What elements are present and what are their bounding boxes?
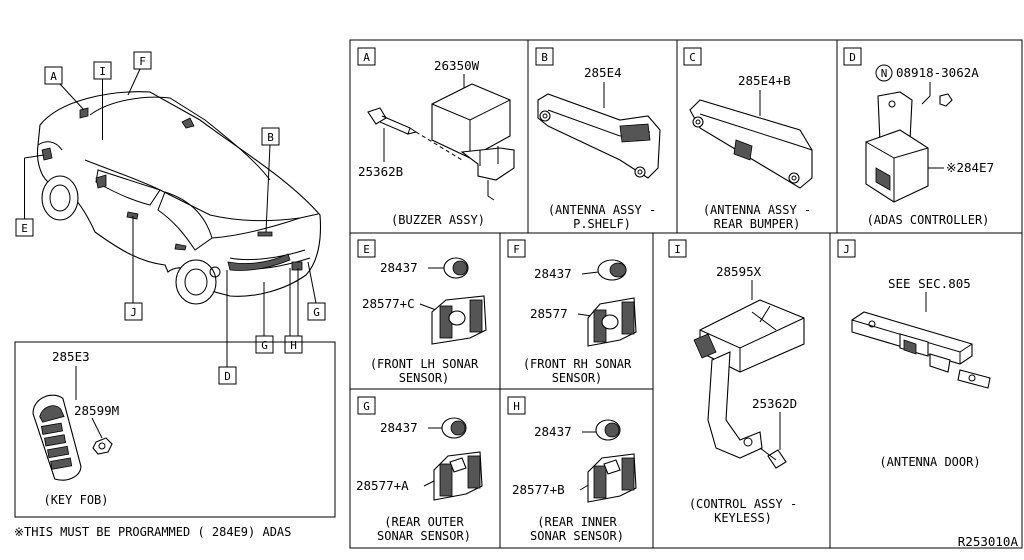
panel-h-rear-inner-sonar: 28437 28577+B (REAR INNER SONAR SENSOR) (512, 419, 637, 543)
part-28437-g: 28437 (380, 420, 418, 435)
keyfob-panel: 285E3 28599M (KEY FOB) (32, 349, 119, 507)
panel-b-caption-line2: P.SHELF) (573, 217, 631, 231)
callout-g-right: G (313, 306, 320, 319)
panel-f-letter: F (513, 243, 520, 256)
panel-h-caption-line2: SONAR SENSOR) (530, 529, 624, 543)
panel-c-caption-line2: REAR BUMPER) (714, 217, 801, 231)
part-28595x: 28595X (716, 264, 762, 279)
callout-e: E (21, 222, 28, 235)
vehicle-illustration: A I F B E J G H G D (15, 51, 326, 385)
part-28437-h: 28437 (534, 424, 572, 439)
part-285e4b: 285E4+B (738, 73, 791, 88)
callout-a: A (50, 70, 57, 83)
panel-c-letter: C (689, 51, 696, 64)
panel-h-caption-line1: (REAR INNER (537, 515, 617, 529)
panel-j-antenna-door: SEE SEC.805 (ANTENNA DOOR) (851, 276, 991, 469)
panel-i-control-assy: 28595X 25362D (CONTROL ASSY - KEYLESS) (689, 264, 805, 525)
reference-number: R253010A (958, 534, 1019, 549)
panel-d-adas-controller: N 08918-3062A ※284E7 (ADAS CONTROLLER) (865, 64, 994, 227)
part-28577b: 28577+B (512, 482, 565, 497)
panel-letters: A B C D E F I J G H (357, 47, 862, 415)
part-26350w: 26350W (434, 58, 480, 73)
panel-b-caption-line1: (ANTENNA ASSY - (548, 203, 656, 217)
panel-e-front-lh-sonar: 28437 28577+C (FRONT LH SONAR SENSOR) (362, 257, 487, 385)
part-285e4: 285E4 (584, 65, 622, 80)
panel-c-caption-line1: (ANTENNA ASSY - (703, 203, 811, 217)
part-28577c: 28577+C (362, 296, 415, 311)
panel-j-caption: (ANTENNA DOOR) (879, 455, 980, 469)
panel-j-letter: J (843, 243, 850, 256)
part-28437-f: 28437 (534, 266, 572, 281)
part-25362b: 25362B (358, 164, 403, 179)
callout-i: I (99, 65, 106, 78)
part-28599m: 28599M (74, 403, 119, 418)
panel-g-rear-outer-sonar: 28437 28577+A (REAR OUTER SONAR SENSOR) (356, 417, 483, 543)
keyfob-panel-frame (14, 341, 336, 518)
part-285e3: 285E3 (52, 349, 90, 364)
panel-b-letter: B (541, 51, 548, 64)
panel-a-buzzer: 26350W 25362B (BUZZER ASSY) (358, 58, 515, 227)
callout-j: J (130, 306, 137, 319)
callout-g-left: G (261, 339, 268, 352)
panel-f-front-rh-sonar: 28437 28577 (FRONT RH SONAR SENSOR) (523, 259, 637, 385)
part-25362d: 25362D (752, 396, 797, 411)
keyfob-caption: (KEY FOB) (43, 493, 108, 507)
part-08918-3062a: 08918-3062A (896, 65, 979, 80)
panel-h-letter: H (513, 400, 520, 413)
panel-g-letter: G (363, 400, 370, 413)
panel-e-caption-line2: SENSOR) (399, 371, 450, 385)
panel-f-caption-line1: (FRONT RH SONAR (523, 357, 632, 371)
panel-d-caption: (ADAS CONTROLLER) (867, 213, 990, 227)
panel-a-letter: A (363, 51, 370, 64)
part-see-sec-805: SEE SEC.805 (888, 276, 971, 291)
panel-i-caption-line2: KEYLESS) (714, 511, 772, 525)
part-284e7: ※284E7 (946, 160, 994, 175)
part-28437-e: 28437 (380, 260, 418, 275)
footnote: ※THIS MUST BE PROGRAMMED ( 284E9) ADAS (14, 525, 291, 539)
callout-f: F (139, 55, 146, 68)
part-n-symbol: N (881, 67, 888, 80)
panel-e-caption-line1: (FRONT LH SONAR (370, 357, 479, 371)
part-28577: 28577 (530, 306, 568, 321)
panel-d-letter: D (849, 51, 856, 64)
callout-b: B (267, 131, 274, 144)
panel-b-antenna-shelf: 285E4 (ANTENNA ASSY - P.SHELF) (537, 65, 661, 231)
callout-h: H (290, 339, 297, 352)
panel-c-antenna-bumper: 285E4+B (ANTENNA ASSY - REAR BUMPER) (689, 73, 813, 231)
panel-e-letter: E (363, 243, 370, 256)
panel-f-caption-line2: SENSOR) (552, 371, 603, 385)
panel-a-caption: (BUZZER ASSY) (391, 213, 485, 227)
callout-d: D (224, 370, 231, 383)
panel-g-caption-line1: (REAR OUTER (384, 515, 464, 529)
panel-grid (14, 39, 1023, 549)
part-28577a: 28577+A (356, 478, 409, 493)
panel-g-caption-line2: SONAR SENSOR) (377, 529, 471, 543)
panel-i-caption-line1: (CONTROL ASSY - (689, 497, 797, 511)
n-circle-symbol (875, 64, 893, 82)
panel-i-letter: I (674, 243, 681, 256)
